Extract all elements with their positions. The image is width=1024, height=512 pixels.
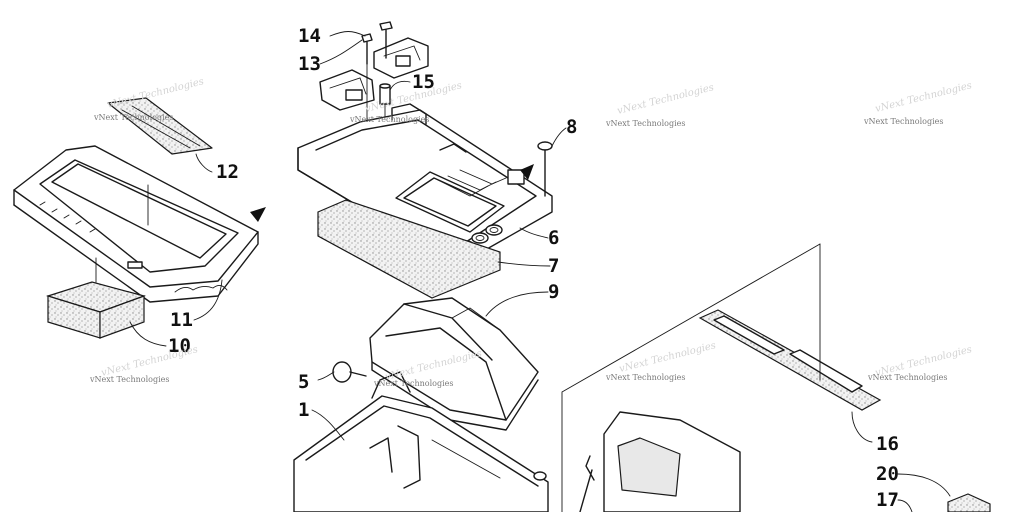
part-5-knob [332,361,367,383]
part-6-housing [297,103,553,263]
watermark: vNext Technologies [349,115,429,124]
callout-14: 14 [298,25,321,47]
part-16-frame-gasket [698,309,882,411]
watermark-ghost: vNext Technologies [618,340,717,375]
callout-11: 11 [170,309,193,331]
watermark-ghost: vNext Technologies [874,80,973,115]
callout-20: 20 [876,463,899,485]
callout-labels: 14 13 15 8 12 6 7 9 11 10 5 1 16 20 17 [168,25,899,511]
callout-13: 13 [298,53,321,75]
callout-17: 17 [876,489,899,511]
part-7-foam-gasket [317,199,501,299]
part-12-decal [107,97,213,155]
callout-10: 10 [168,335,191,357]
callout-8: 8 [566,116,577,138]
part-14-screw [379,21,393,59]
part-11-display-cover [13,145,259,303]
callout-15: 15 [412,71,435,93]
leader-lines [129,31,951,512]
watermark: vNext Technologies [867,373,947,382]
arrow-marker-11 [250,207,266,222]
callout-1: 1 [298,399,309,421]
watermark: vNext Technologies [605,119,685,128]
part-20-block [947,493,991,512]
part-outline-box [561,243,821,512]
callout-6: 6 [548,227,559,249]
part-13-latch-2 [373,37,429,79]
part-10-foam-pad [45,281,146,339]
callout-7: 7 [548,255,559,277]
watermark-ghost: vNext Technologies [100,344,199,379]
watermark: vNext Technologies [373,379,453,388]
part-13-latch [319,69,375,111]
part-15-spacer [379,83,391,105]
watermark-ghost: vNext Technologies [616,82,715,117]
callout-16: 16 [876,433,899,455]
callout-9: 9 [548,281,559,303]
part-13-screw [361,33,373,65]
watermark: vNext Technologies [89,375,169,384]
watermark: vNext Technologies [863,117,943,126]
watermark: vNext Technologies [605,373,685,382]
callout-5: 5 [298,371,309,393]
callout-12: 12 [216,161,239,183]
watermark: vNext Technologies [93,113,173,122]
part-duct [579,411,741,512]
part-1-airbox-base [293,371,549,512]
arrow-marker-6 [520,164,534,180]
